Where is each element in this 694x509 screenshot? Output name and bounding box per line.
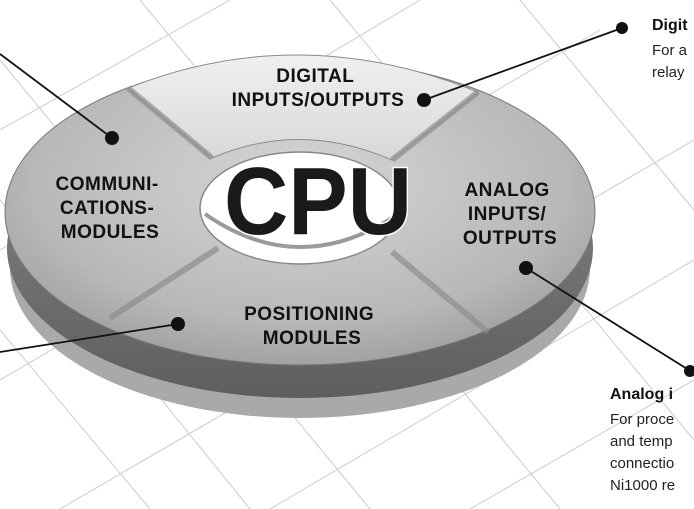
callout-digital-line-2: relay [652,64,685,81]
callout-analog-line-1: For proce [610,411,675,428]
leader-positioning [0,323,179,353]
leader-analog [525,267,693,373]
dot-communications-segment [105,131,119,145]
dot-analog-callout [684,365,694,377]
leader-digital [423,27,623,101]
callout-digital-title: Digit [652,17,688,34]
dot-analog-segment [519,261,533,275]
dot-digital-callout [616,22,628,34]
callout-analog-line-3: connectio [610,455,675,472]
ring-top [4,54,596,366]
cpu-label: CPU [224,148,412,255]
callout-analog-line-4: Ni1000 re [610,477,676,494]
callout-analog-line-2: and temp [610,433,673,450]
callout-leaders [0,22,694,377]
callout-analog-title: Analog i [610,386,674,403]
dot-digital-segment [417,93,431,107]
leader-communications [0,53,113,139]
segment-digital [127,54,479,161]
label-communications: COMMUNI- CATIONS- MODULES [56,174,165,243]
dot-positioning-segment [171,317,185,331]
label-digital: DIGITAL INPUTS/OUTPUTS [232,66,405,111]
label-positioning: POSITIONING MODULES [244,304,380,349]
callout-digital-line-1: For a [652,42,688,59]
label-analog: ANALOG INPUTS/ OUTPUTS [463,180,557,249]
